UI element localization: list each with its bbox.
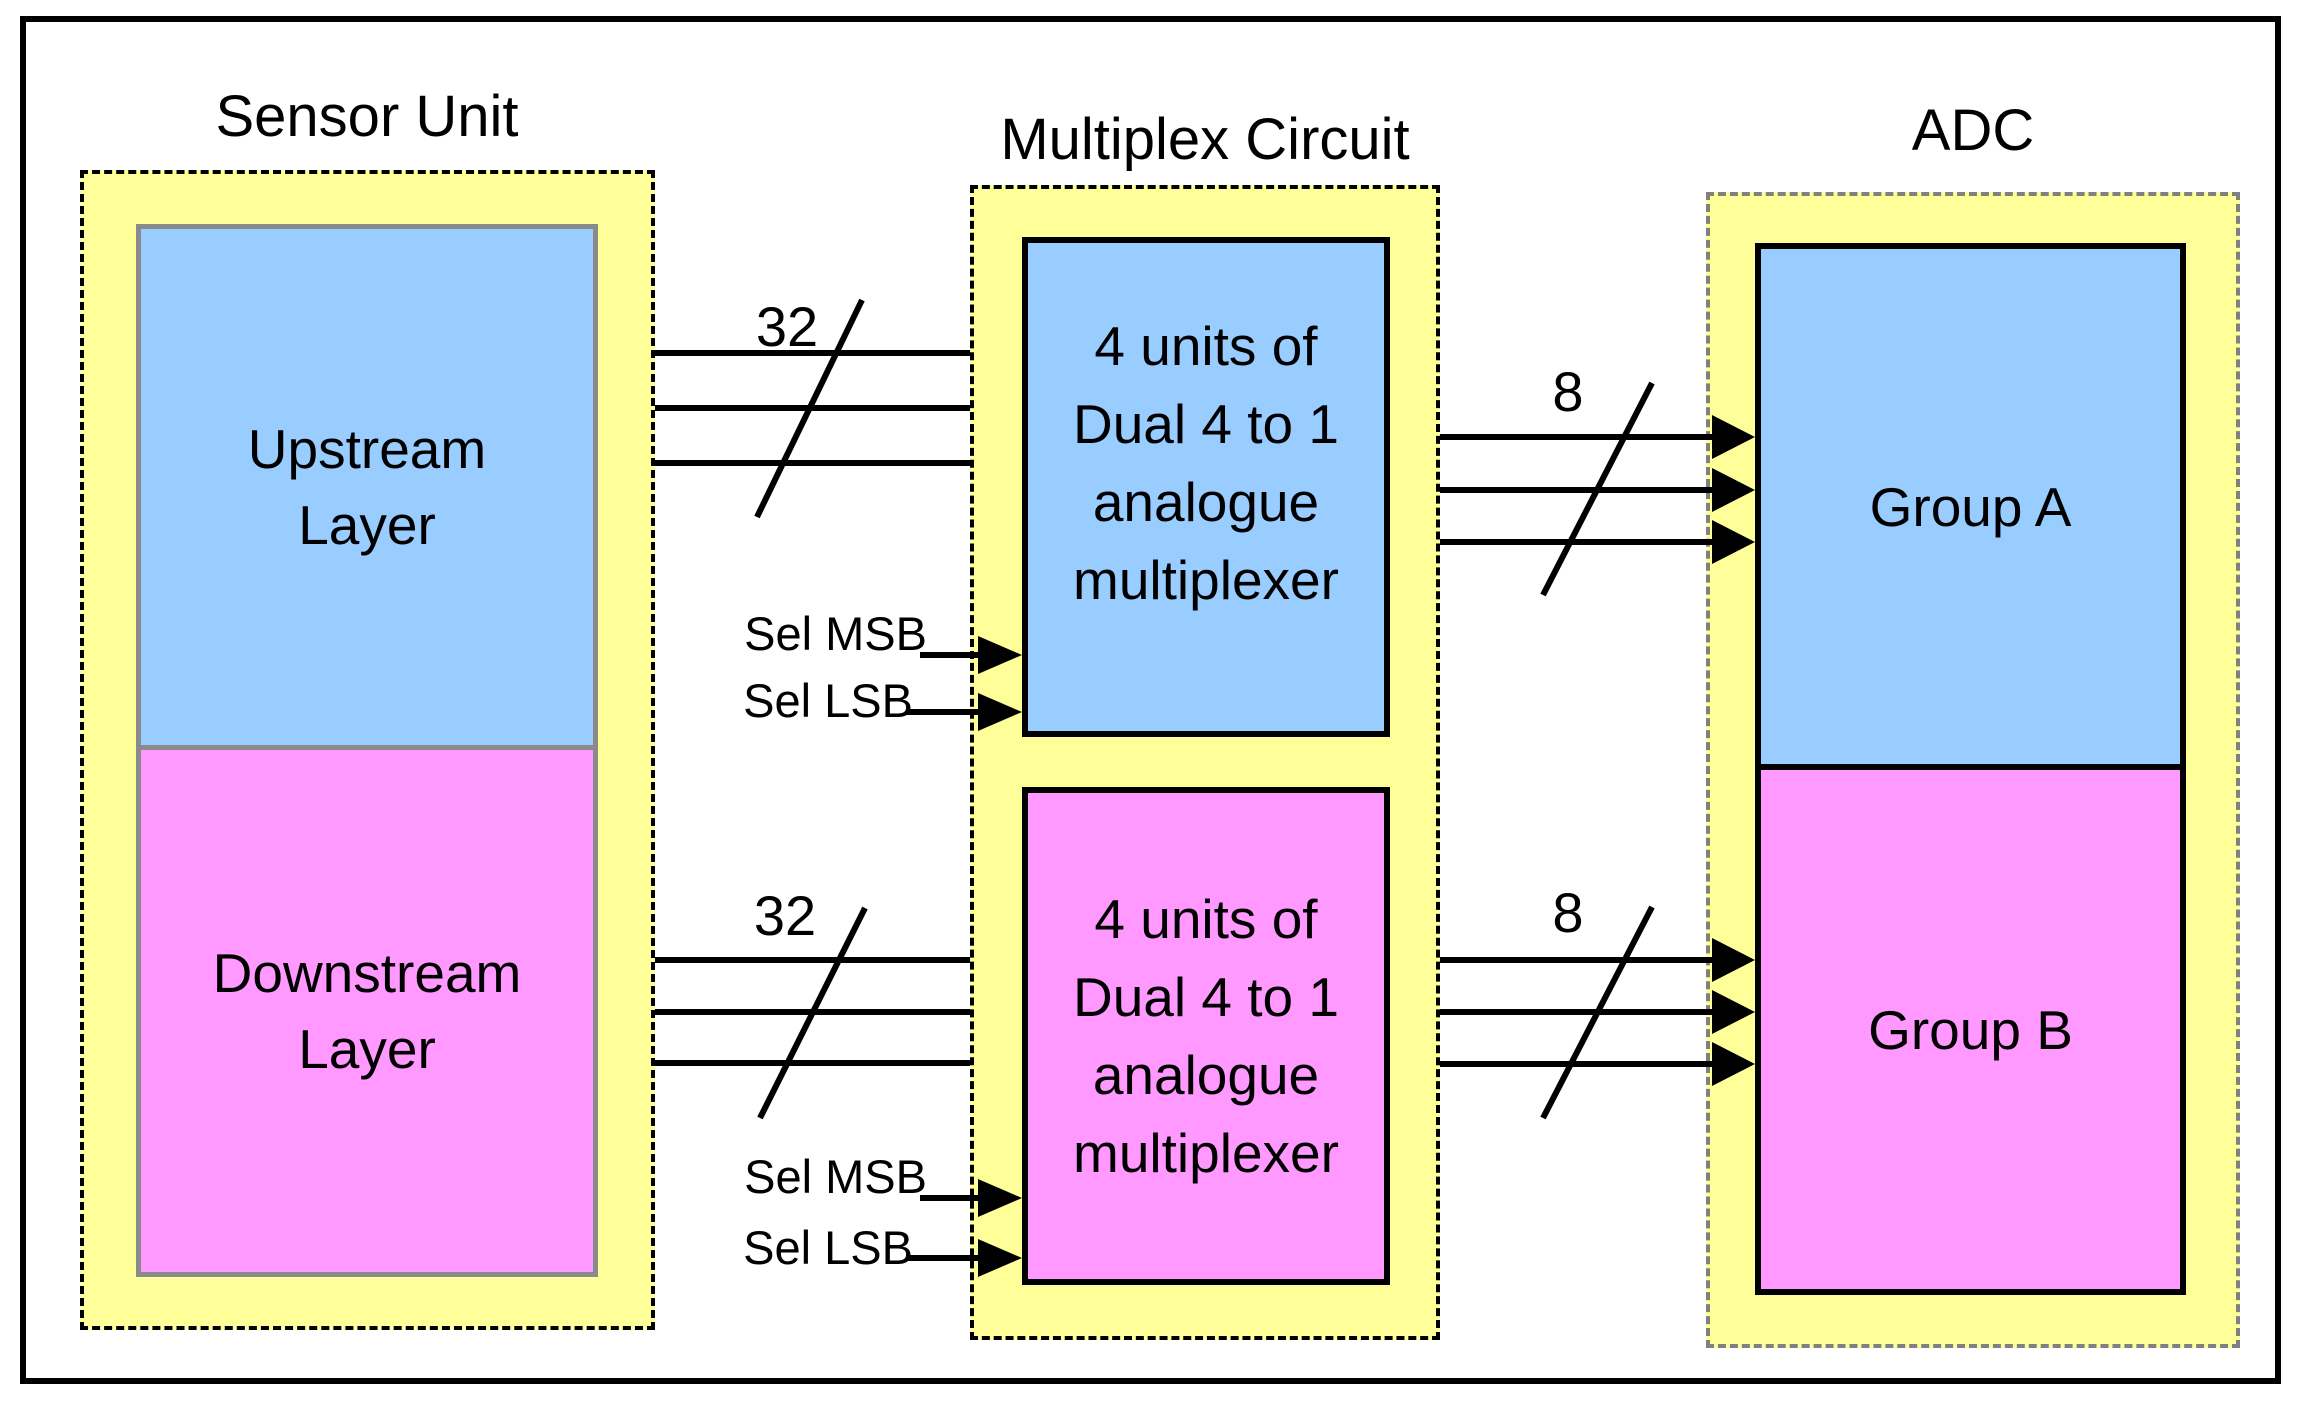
downstream-layer-label-line1: Downstream (212, 942, 522, 1004)
mux-unit-a-line4: multiplexer (1073, 549, 1339, 611)
mux-unit-a-line2: Dual 4 to 1 (1072, 393, 1339, 455)
sel-lsb-label-bottom: Sel LSB (743, 1221, 913, 1274)
mux-unit-b-line2: Dual 4 to 1 (1072, 966, 1339, 1028)
sel-msb-label-top: Sel MSB (744, 607, 927, 660)
upstream-layer-label-line2: Layer (298, 494, 436, 556)
downstream-layer-box: Downstream Layer (141, 750, 593, 1272)
bus-width-label-upstream-32: 32 (755, 295, 819, 358)
mux-unit-b-label: 4 units of Dual 4 to 1 analogue multiple… (1073, 880, 1339, 1192)
mux-unit-b-line4: multiplexer (1073, 1122, 1339, 1184)
mux-unit-b-line1: 4 units of (1094, 888, 1318, 950)
sensor-unit-title: Sensor Unit (215, 84, 519, 149)
adc-group-a-box: Group A (1761, 249, 2180, 770)
upstream-layer-label: Upstream Layer (248, 411, 486, 563)
adc-group-a-label: Group A (1869, 475, 2072, 538)
downstream-layer-label-line2: Layer (298, 1018, 436, 1080)
bus-width-label-group-b-8: 8 (1552, 881, 1584, 944)
downstream-layer-label: Downstream Layer (213, 935, 522, 1087)
bus-width-label-downstream-32: 32 (753, 884, 817, 947)
adc-group-stack: Group A Group B (1755, 243, 2186, 1295)
adc-group-b-label: Group B (1868, 998, 2073, 1061)
mux-unit-a-box: 4 units of Dual 4 to 1 analogue multiple… (1022, 237, 1390, 737)
mux-unit-a-label: 4 units of Dual 4 to 1 analogue multiple… (1073, 307, 1339, 619)
upstream-layer-label-line1: Upstream (247, 418, 487, 480)
sensor-layer-stack: Upstream Layer Downstream Layer (136, 224, 598, 1277)
upstream-layer-box: Upstream Layer (141, 229, 593, 750)
sel-lsb-label-top: Sel LSB (743, 674, 913, 727)
mux-unit-a-line3: analogue (1092, 471, 1320, 533)
sel-msb-label-bottom: Sel MSB (744, 1150, 927, 1203)
adc-title: ADC (1911, 98, 2035, 163)
multiplex-circuit-title: Multiplex Circuit (1000, 107, 1410, 172)
mux-unit-a-line1: 4 units of (1094, 315, 1318, 377)
bus-width-label-group-a-8: 8 (1552, 360, 1584, 423)
mux-unit-b-line3: analogue (1092, 1044, 1320, 1106)
adc-group-b-box: Group B (1761, 770, 2180, 1289)
mux-unit-b-box: 4 units of Dual 4 to 1 analogue multiple… (1022, 787, 1390, 1285)
